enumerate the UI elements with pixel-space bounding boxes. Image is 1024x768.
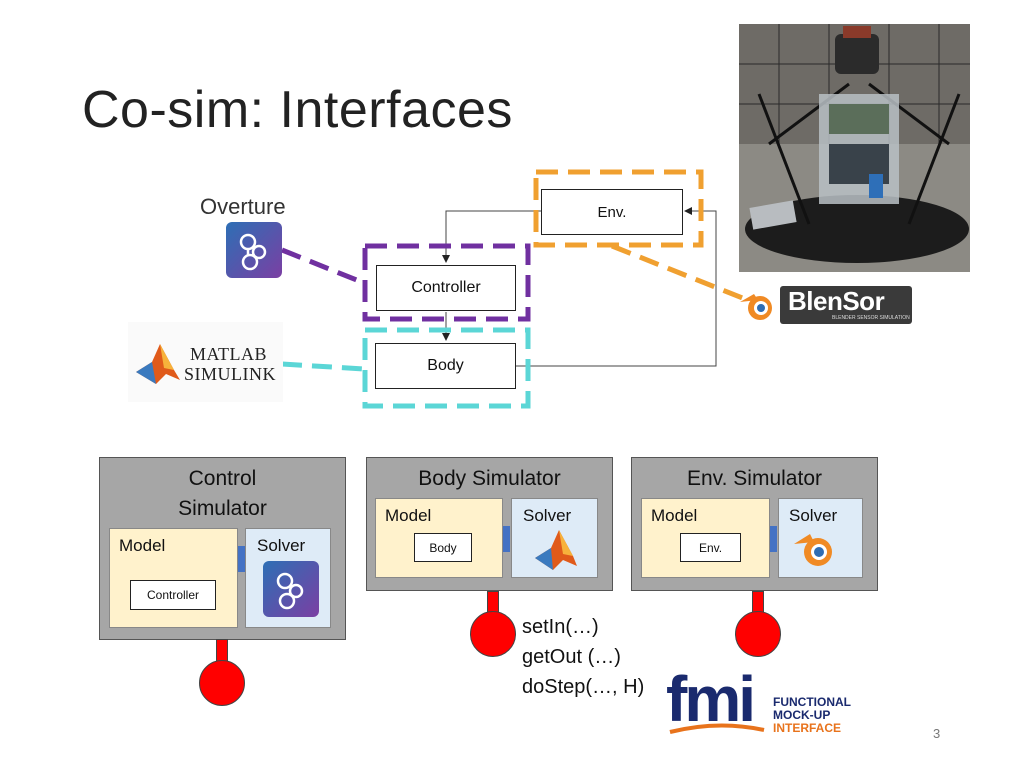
- control-controller-block: Controller: [130, 580, 216, 610]
- slide-title: Co-sim: Interfaces: [82, 81, 513, 139]
- controller-block: Controller: [376, 265, 516, 311]
- env-block: Env.: [541, 189, 683, 235]
- matlab-text: MATLAB: [190, 344, 268, 364]
- env-inner-block: Env.: [680, 533, 741, 562]
- matlab-logo-icon: [535, 530, 577, 570]
- control-simulator-title-line2: Simulator: [178, 497, 267, 520]
- overture-logo-icon: [226, 222, 282, 278]
- overture-rings-icon: [239, 233, 267, 271]
- blensor-text: BlenSor: [788, 286, 885, 316]
- blender-logo-icon: [794, 534, 832, 566]
- matlab-simulink-logo: MATLAB SIMULINK: [128, 322, 283, 402]
- robot-photo: [739, 24, 970, 272]
- fmi-logo: fmi FUNCTIONAL MOCK-UP INTERFACE: [666, 663, 876, 748]
- blender-icon: [740, 294, 772, 320]
- fmi-call-getout: getOut (…): [522, 646, 621, 668]
- page-number: 3: [933, 726, 941, 741]
- env-model-label: Model: [651, 506, 698, 525]
- blensor-badge: BlenSor BLENDER SENSOR SIMULATION: [780, 286, 912, 324]
- body-block: Body: [375, 343, 516, 389]
- control-fmu-port: [199, 660, 245, 706]
- controller-dashed-group: [362, 243, 531, 322]
- control-simulator-title-line1: Control: [188, 467, 257, 490]
- blensor-subtext: BLENDER SENSOR SIMULATION: [832, 315, 910, 321]
- env-fmu-port: [735, 611, 781, 657]
- fmi-call-setin: setIn(…): [522, 616, 599, 638]
- matlab-membrane-icon: [136, 344, 180, 384]
- env-simulator-title: Env. Simulator: [687, 467, 822, 490]
- fmi-line2: MOCK-UP: [773, 708, 831, 722]
- env-solver-label: Solver: [789, 506, 838, 525]
- simulink-text: SIMULINK: [184, 364, 276, 384]
- body-dashed-group: [362, 327, 531, 409]
- fmi-mark: fmi: [666, 663, 756, 735]
- control-solver-label: Solver: [257, 536, 306, 555]
- body-simulator-title: Body Simulator: [418, 467, 561, 490]
- control-model-panel: [109, 528, 238, 628]
- env-dashed-group: [533, 169, 704, 248]
- body-model-solver-connector: [503, 526, 510, 552]
- overture-rings-icon: [276, 572, 304, 610]
- control-model-solver-connector: [238, 546, 245, 572]
- fmi-line3: INTERFACE: [773, 721, 842, 735]
- control-model-label: Model: [119, 536, 166, 555]
- overture-logo-icon: [263, 561, 319, 617]
- fmi-swoosh-icon: [669, 723, 765, 734]
- env-model-solver-connector: [770, 526, 777, 552]
- overture-link: [281, 247, 365, 286]
- fmi-line1: FUNCTIONAL: [773, 695, 851, 709]
- overture-label: Overture: [200, 194, 286, 219]
- body-fmu-port: [470, 611, 516, 657]
- blensor-logo: BlenSor BLENDER SENSOR SIMULATION: [736, 284, 912, 328]
- body-model-label: Model: [385, 506, 432, 525]
- fmi-text-block: FUNCTIONAL MOCK-UP INTERFACE: [773, 696, 851, 735]
- matlab-link: [281, 361, 365, 372]
- fmi-call-list: setIn(…) getOut (…) doStep(…, H): [522, 612, 644, 702]
- blensor-link: [611, 243, 761, 308]
- body-inner-block: Body: [414, 533, 472, 562]
- body-solver-label: Solver: [523, 506, 572, 525]
- fmi-call-dostep: doStep(…, H): [522, 676, 645, 698]
